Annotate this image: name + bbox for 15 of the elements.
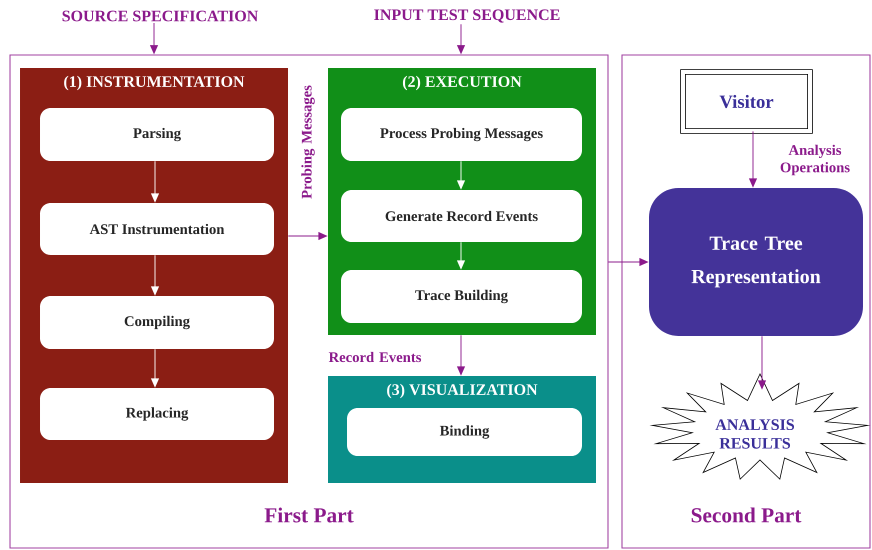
step-box: Binding [347, 408, 582, 456]
representation-box: Trace Tree Representation [649, 188, 863, 336]
step-box: Replacing [40, 388, 274, 440]
step-box: Generate Record Events [341, 190, 582, 242]
step-box: Trace Building [341, 270, 582, 323]
visitor-box: Visitor [680, 69, 813, 134]
edge-label: Record Events [328, 352, 422, 362]
step-box: Parsing [40, 108, 274, 161]
edge-label: Analysis Operations [780, 144, 850, 176]
step-box: Compiling [40, 296, 274, 349]
step-box: AST Instrumentation [40, 203, 274, 255]
step-box: Process Probing Messages [341, 108, 582, 161]
input-label: SOURCE SPECIFICATION [62, 10, 258, 22]
edge-label: Probing Messages [301, 85, 315, 199]
input-label: INPUT TEST SEQUENCE [374, 9, 560, 23]
